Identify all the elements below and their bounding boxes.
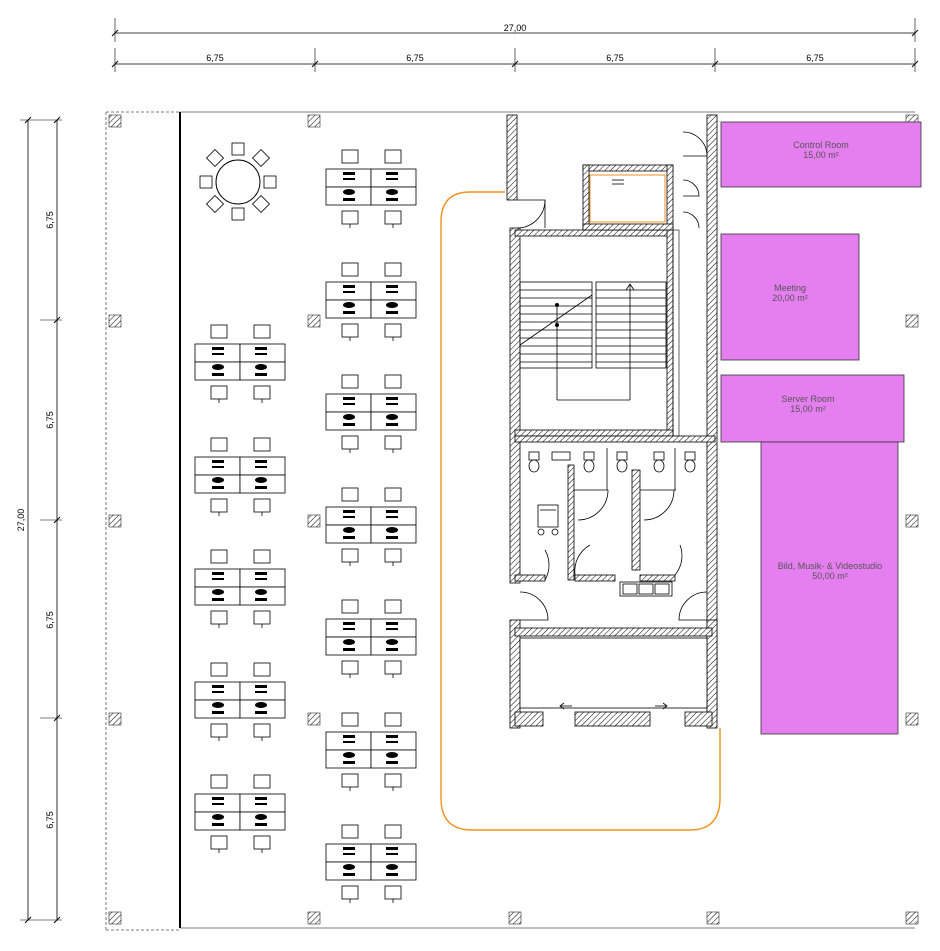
dimension-left-segment-1: 6,75	[45, 211, 55, 229]
room-name: Meeting	[774, 283, 806, 293]
room-control-room: Control Room 15,00 m²	[720, 121, 922, 188]
round-table-group	[199, 142, 277, 221]
desk-cluster	[194, 662, 286, 742]
sinks	[619, 581, 673, 597]
room-meeting: Meeting 20,00 m²	[720, 233, 860, 361]
desk-cluster-left-column	[194, 324, 286, 854]
column-marker-icon	[307, 314, 321, 328]
round-table	[215, 159, 261, 205]
desk-cluster	[325, 262, 417, 342]
elevator-arrow-icon	[559, 702, 668, 710]
toilet-icon	[528, 451, 696, 473]
desk-cluster	[194, 437, 286, 517]
desk-cluster	[325, 599, 417, 679]
dimension-top-segment-1: 6,75	[206, 53, 224, 63]
desk-cluster	[325, 374, 417, 454]
column-marker-icon	[108, 314, 122, 328]
elevator-cabin	[589, 174, 666, 223]
dimension-top-segment-3: 6,75	[606, 53, 624, 63]
room-studio: Bild, Musik- & Videostudio 50,00 m²	[760, 441, 899, 735]
desk-cluster	[194, 774, 286, 854]
room-area: 20,00 m²	[772, 293, 808, 303]
dimension-left-segments: 6,75 6,75 6,75 6,75	[40, 116, 62, 924]
room-name: Server Room	[781, 394, 834, 404]
column-marker-icon	[307, 514, 321, 528]
desk-cluster-right-column	[325, 149, 417, 904]
desk-cluster	[325, 149, 417, 229]
column-marker-icon	[108, 911, 122, 925]
room-server-room: Server Room 15,00 m²	[720, 374, 905, 443]
desk-cluster	[325, 487, 417, 567]
room-name: Control Room	[793, 140, 849, 150]
dimension-left-total-label: 27,00	[16, 509, 26, 532]
dimension-top-segments: 6,75 6,75 6,75 6,75	[111, 48, 919, 72]
dimension-left-segment-4: 6,75	[45, 811, 55, 829]
column-markers	[108, 114, 919, 925]
column-marker-icon	[905, 314, 919, 328]
column-marker-icon	[905, 514, 919, 528]
column-marker-icon	[905, 712, 919, 726]
column-marker-icon	[108, 114, 122, 128]
room-name: Bild, Musik- & Videostudio	[778, 561, 882, 571]
column-marker-icon	[905, 911, 919, 925]
building-outline	[105, 111, 915, 931]
desk-cluster	[194, 549, 286, 629]
room-area: 15,00 m²	[803, 150, 839, 160]
dimension-top-segment-4: 6,75	[806, 53, 824, 63]
room-area: 15,00 m²	[790, 404, 826, 414]
stair-arrow-icon	[555, 283, 635, 327]
dimension-top-total: 27,00	[111, 18, 919, 42]
wheelchair-icon	[537, 504, 559, 536]
room-area: 50,00 m²	[812, 571, 848, 581]
staircase	[519, 281, 667, 401]
column-marker-icon	[307, 114, 321, 128]
column-marker-icon	[706, 911, 720, 925]
dimension-left-segment-3: 6,75	[45, 611, 55, 629]
column-marker-icon	[307, 911, 321, 925]
elevator-arrow-icon	[612, 179, 624, 185]
dimension-left-segment-2: 6,75	[45, 411, 55, 429]
desk-cluster	[325, 712, 417, 792]
desk-cluster	[325, 824, 417, 904]
desk-cluster	[194, 324, 286, 404]
dimension-top-total-label: 27,00	[504, 23, 527, 33]
column-marker-icon	[108, 712, 122, 726]
chair-icon	[199, 142, 277, 221]
column-marker-icon	[108, 514, 122, 528]
dimension-top-segment-2: 6,75	[406, 53, 424, 63]
column-marker-icon	[508, 911, 522, 925]
column-marker-icon	[307, 712, 321, 726]
dimension-left-total: 27,00	[16, 116, 62, 924]
circulation-path	[440, 191, 721, 831]
core	[506, 114, 718, 729]
